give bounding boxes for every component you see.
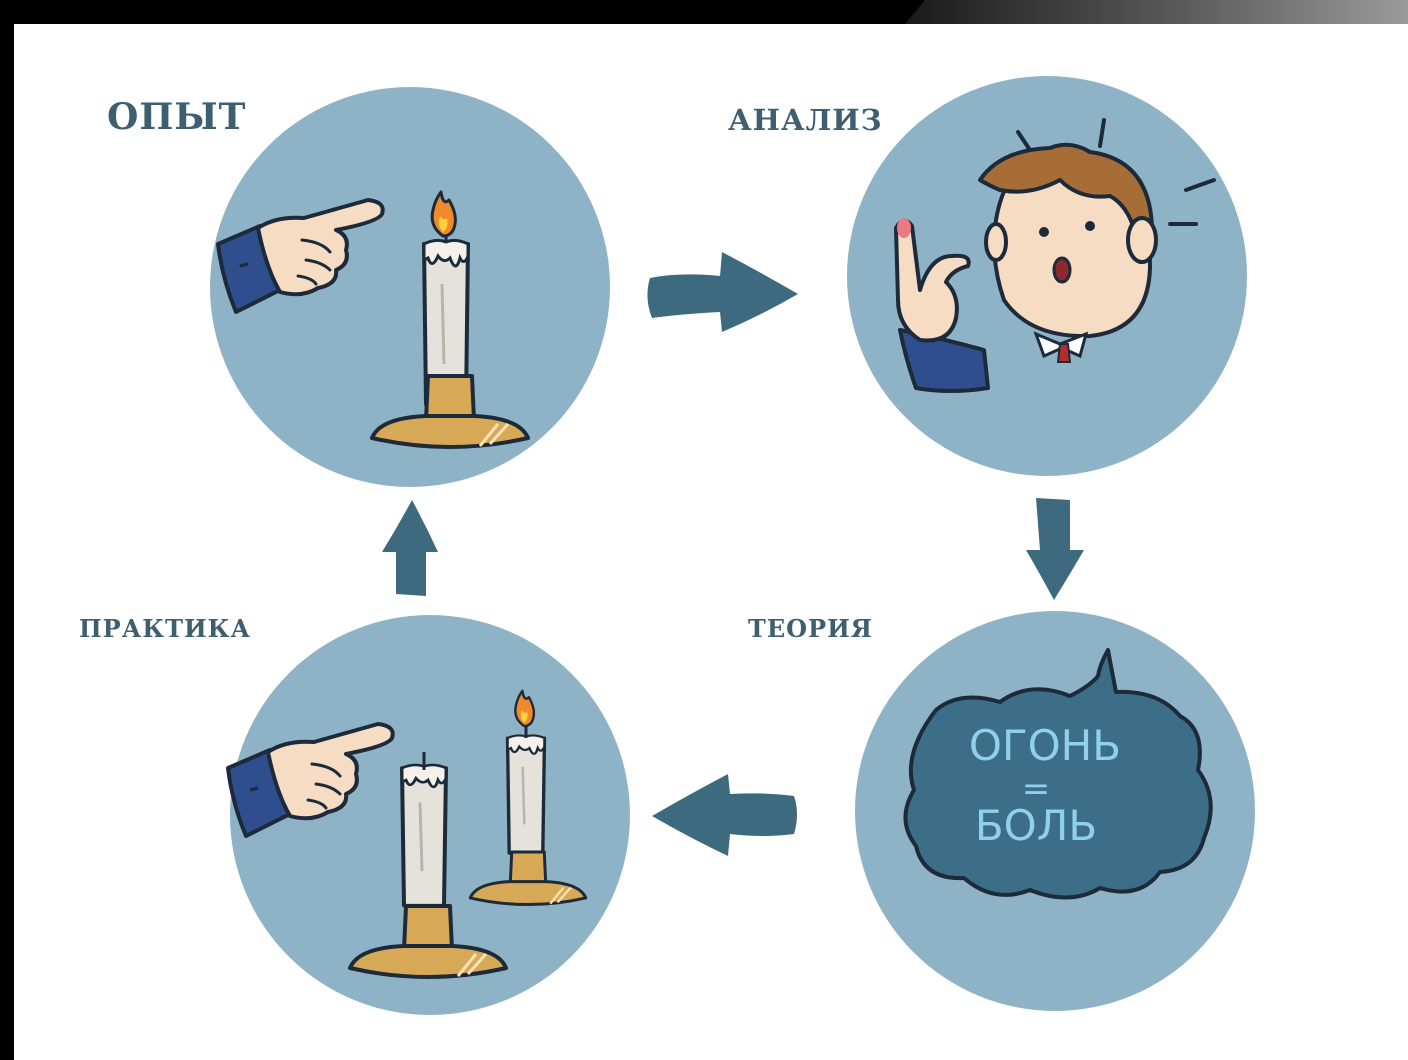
circle-teoriya: ОГОНЬ = БОЛЬ [855, 611, 1255, 1011]
circle-praktika [228, 615, 630, 1015]
arrow-down-icon [1026, 498, 1084, 600]
cloud-text-line1: ОГОНЬ [969, 721, 1121, 770]
cloud-text-line3: БОЛЬ [975, 801, 1097, 850]
circle-opyt [210, 87, 610, 487]
circle-analiz [847, 76, 1247, 476]
arrow-right-icon [647, 252, 798, 332]
arrow-left-icon [652, 774, 797, 856]
arrow-up-icon [382, 500, 438, 596]
